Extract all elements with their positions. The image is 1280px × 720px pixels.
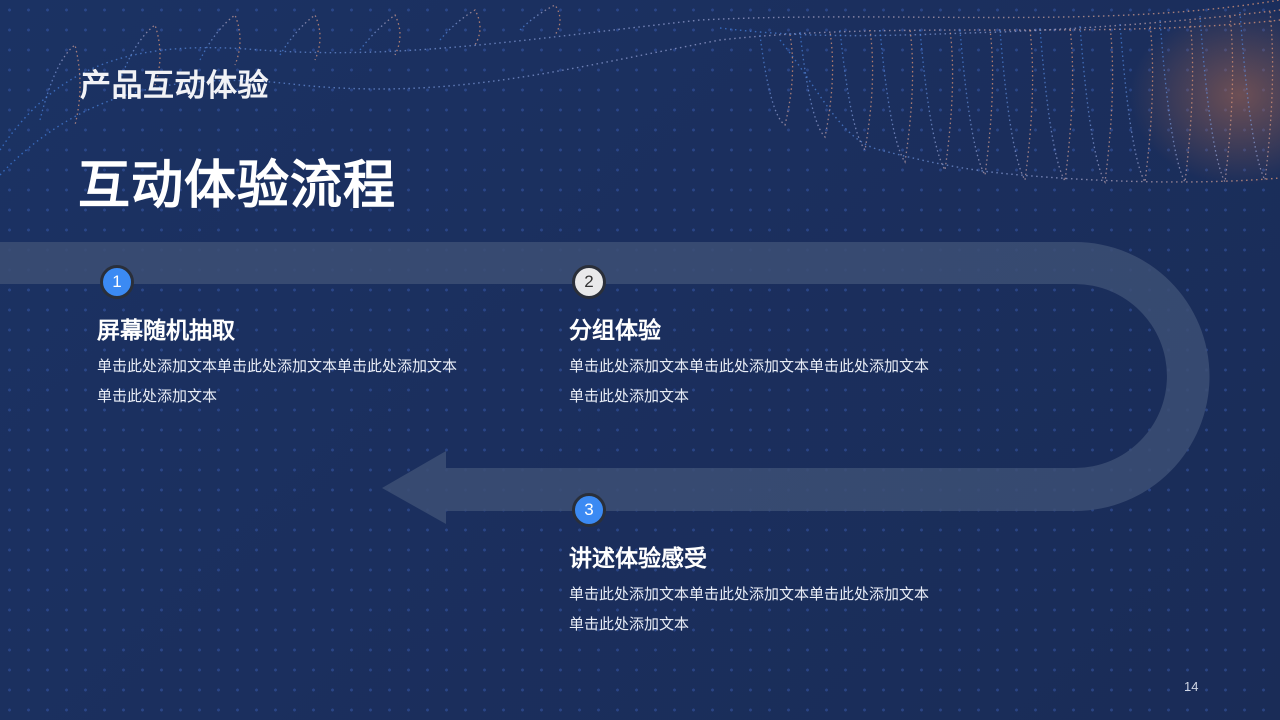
step-title: 屏幕随机抽取 xyxy=(97,318,235,344)
step-number-badge: 3 xyxy=(572,493,606,527)
slide-title: 互动体验流程 xyxy=(78,156,397,216)
step-title: 分组体验 xyxy=(569,318,661,344)
step-description[interactable]: 单击此处添加文本单击此处添加文本单击此处添加文本单击此处添加文本 xyxy=(569,357,930,405)
step-number-badge: 2 xyxy=(572,265,606,299)
step-number-badge: 1 xyxy=(100,265,134,299)
slide-subtitle: 产品互动体验 xyxy=(80,68,269,104)
step-title: 讲述体验感受 xyxy=(569,546,707,572)
step-description[interactable]: 单击此处添加文本单击此处添加文本单击此处添加文本单击此处添加文本 xyxy=(569,585,930,633)
page-number: 14 xyxy=(1184,679,1199,694)
step-description[interactable]: 单击此处添加文本单击此处添加文本单击此处添加文本单击此处添加文本 xyxy=(97,357,458,405)
